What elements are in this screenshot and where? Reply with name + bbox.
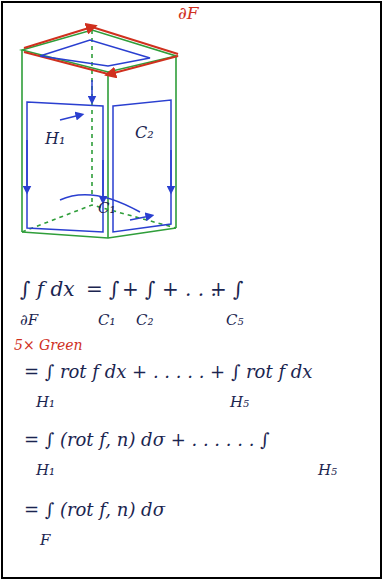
face-label: C₁ (98, 200, 116, 217)
face-boundaries (27, 40, 171, 232)
formula-text: C₂ (136, 312, 154, 329)
formula-text: + ∫ + . . . (122, 278, 217, 300)
formula-text: H₁ (36, 462, 55, 479)
formula-text: C₅ (226, 312, 244, 329)
formula-text: ∫ f dx (20, 278, 75, 300)
formula-text: H₁ (36, 394, 55, 411)
cube-edges (22, 30, 176, 238)
formula-text: H₅ (318, 462, 337, 479)
formula-text: H₅ (230, 394, 249, 411)
formula-text: ∂F (20, 312, 38, 329)
formula-text: + ∫ (210, 278, 244, 300)
face-label: ∂F (178, 4, 199, 23)
formula-text: F (40, 532, 50, 549)
face-label: C₂ (135, 124, 154, 142)
formula-text: = ∫ rot f dx + . . . . . + ∫ rot f dx (24, 362, 312, 382)
formula-text: C₁ (98, 312, 116, 329)
formula-text: = ∫ (rot f, n) dσ + . . . . . . ∫ (24, 430, 270, 450)
formula-text: 5× Green (14, 338, 83, 353)
boundary-curve (24, 27, 178, 74)
face-label: H₁ (45, 130, 65, 148)
formula-text: = ∫ (86, 278, 120, 300)
formula-text: = ∫ (rot f, n) dσ (24, 500, 165, 520)
